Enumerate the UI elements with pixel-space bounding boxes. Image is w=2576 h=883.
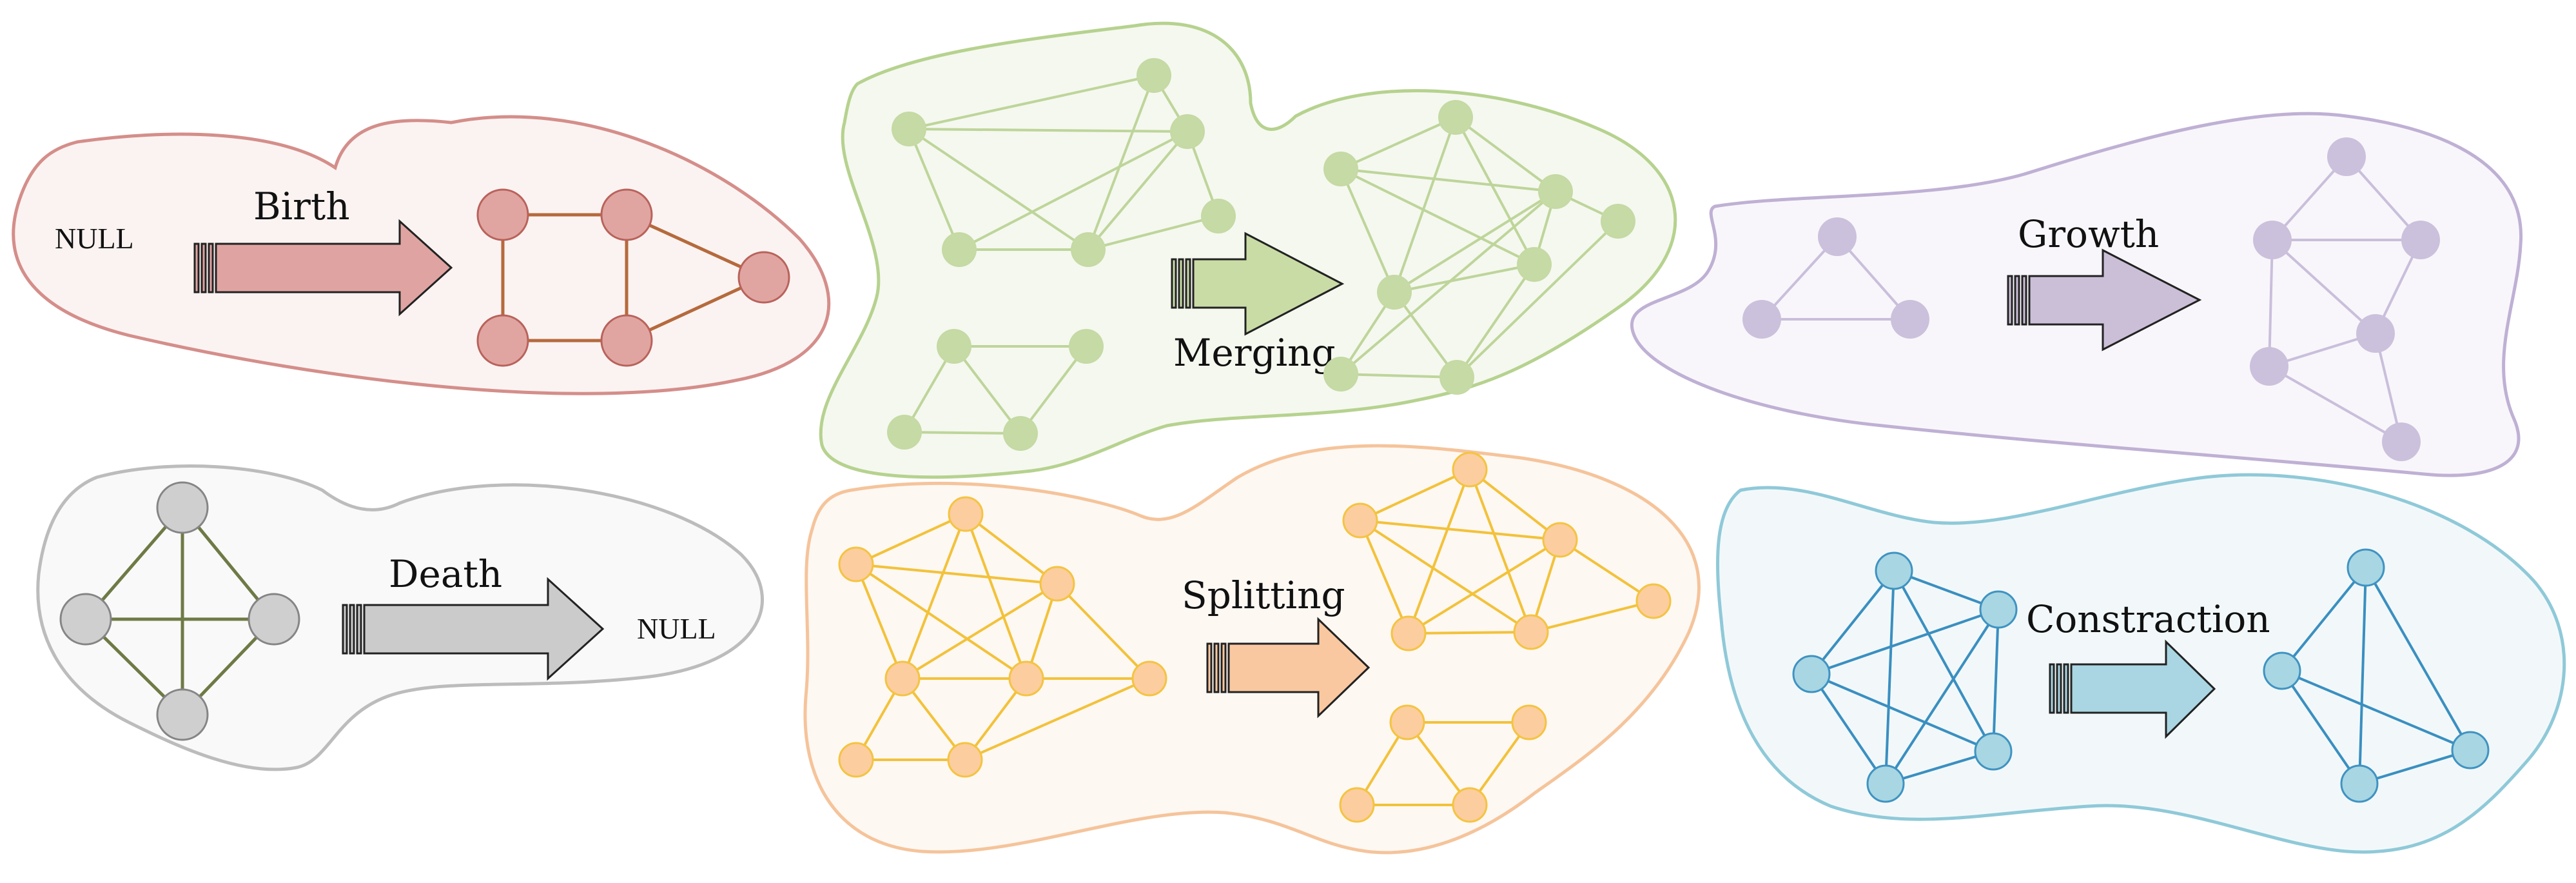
birth-arrow <box>193 219 453 317</box>
merging-node <box>1071 232 1106 267</box>
constraction-arrow <box>2049 639 2216 739</box>
death-node <box>156 481 209 534</box>
death-node <box>156 688 209 741</box>
constraction-node <box>1792 655 1831 693</box>
birth-node <box>600 314 653 367</box>
splitting-node <box>1635 583 1672 619</box>
constraction-node <box>1979 590 2018 629</box>
constraction-node <box>1974 732 2013 771</box>
merging-node <box>892 112 926 146</box>
death-node <box>59 593 112 646</box>
constraction-node <box>1866 764 1905 803</box>
birth-node <box>737 251 790 304</box>
splitting-node <box>1390 615 1427 651</box>
merging-node <box>1069 329 1104 364</box>
growth-node <box>2382 422 2421 461</box>
constraction-node <box>1875 551 1913 590</box>
splitting-node <box>1339 787 1375 823</box>
panel-merging: Merging <box>819 21 1677 479</box>
birth-label: Birth <box>253 184 350 228</box>
constraction-node <box>2263 651 2301 690</box>
birth-node <box>600 188 653 241</box>
merging-node <box>1003 416 1038 451</box>
constraction-node <box>2451 731 2490 769</box>
constraction-node <box>2347 548 2385 587</box>
merging-node <box>1323 357 1358 392</box>
splitting-node <box>1511 704 1547 740</box>
growth-node <box>2356 314 2395 353</box>
merging-node <box>1377 275 1412 310</box>
merging-node <box>887 415 922 450</box>
panel-constraction: Constraction <box>1715 473 2566 854</box>
growth-node <box>2253 221 2292 259</box>
merging-node <box>1538 174 1573 209</box>
merging-node <box>1170 114 1205 149</box>
death-node <box>248 593 300 646</box>
birth-node <box>476 188 529 241</box>
merging-node <box>937 329 971 364</box>
constraction-graph-right <box>2281 566 2472 785</box>
growth-arrow <box>2007 248 2202 352</box>
splitting-node <box>948 496 984 532</box>
splitting-graph-right <box>1356 468 1655 806</box>
splitting-node <box>1039 566 1075 602</box>
splitting-node <box>838 742 874 778</box>
panel-growth: Growth <box>1630 112 2523 477</box>
splitting-node <box>884 660 921 697</box>
panel-splitting: Splitting <box>803 444 1701 855</box>
merging-node <box>1201 199 1236 233</box>
splitting-label: Splitting <box>1182 573 1345 617</box>
growth-node <box>2250 347 2288 386</box>
splitting-node <box>947 742 983 778</box>
splitting-node <box>1389 704 1425 740</box>
death-arrow <box>342 577 605 681</box>
constraction-label: Constraction <box>2026 597 2270 641</box>
death-label: Death <box>389 552 502 596</box>
merging-node <box>1517 247 1552 282</box>
growth-node <box>1818 217 1857 256</box>
splitting-node <box>1513 614 1549 650</box>
splitting-node <box>1452 787 1488 823</box>
constraction-graph-left <box>1810 570 2000 785</box>
splitting-node <box>1452 451 1488 488</box>
growth-node <box>2401 221 2440 259</box>
merging-node <box>1137 58 1171 93</box>
growth-node <box>1742 300 1781 339</box>
merging-label: Merging <box>1173 331 1336 375</box>
splitting-node <box>1131 660 1167 697</box>
birth-node <box>476 314 529 367</box>
merging-node <box>1438 100 1473 135</box>
merging-node <box>1601 204 1635 239</box>
splitting-node <box>1342 502 1378 539</box>
panel-death: Death NULL <box>36 464 764 771</box>
merging-node <box>942 232 977 267</box>
growth-node <box>1891 300 1929 339</box>
constraction-node <box>2340 764 2379 803</box>
merging-node <box>1323 152 1358 186</box>
growth-label: Growth <box>2018 212 2159 256</box>
panel-birth: NULL Birth <box>12 115 831 395</box>
splitting-node <box>1542 522 1578 558</box>
splitting-node <box>838 546 874 582</box>
birth-null-text: NULL <box>55 222 134 255</box>
splitting-arrow <box>1206 617 1371 719</box>
splitting-node <box>1008 660 1044 697</box>
merging-arrow <box>1171 232 1345 336</box>
merging-node <box>1439 360 1474 395</box>
splitting-graph-left <box>855 513 1151 761</box>
growth-node <box>2327 137 2366 176</box>
death-null-text: NULL <box>637 612 716 645</box>
